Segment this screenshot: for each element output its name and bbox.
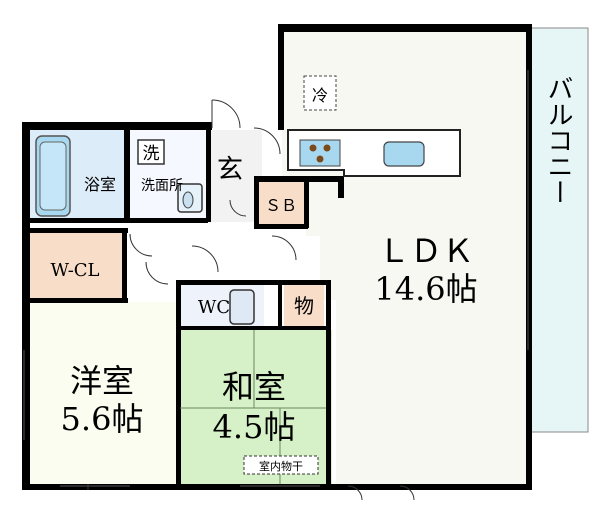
fridge-label: 冷 xyxy=(312,86,328,105)
wcl-floor xyxy=(28,230,126,302)
entrance-label: 玄 xyxy=(217,155,243,185)
washer-label: 洗 xyxy=(143,144,160,164)
toilet xyxy=(229,289,255,325)
balcony-label: バルコニー xyxy=(543,75,573,205)
wc-label: WC xyxy=(198,297,230,318)
wcl-label: W-CL xyxy=(51,260,100,281)
shoebox-floor xyxy=(258,180,308,228)
japanese-name: 和室 xyxy=(222,368,286,406)
fridge xyxy=(303,75,337,111)
japanese-size: 4.5帖 xyxy=(213,408,296,446)
washer-box xyxy=(137,139,165,165)
balcony-floor xyxy=(525,27,589,433)
shoebox-label: ＳＢ xyxy=(265,196,297,215)
sink xyxy=(383,141,425,167)
western-name: 洋室 xyxy=(70,362,134,400)
indoor-drying-box xyxy=(243,455,319,475)
window-marks xyxy=(23,70,529,487)
ldk-size: 14.6帖 xyxy=(374,270,477,308)
ldk-name: ＬＤＫ xyxy=(378,232,474,270)
western-size: 5.6帖 xyxy=(61,400,144,438)
indoor-drying-label: 室内物干 xyxy=(259,459,303,473)
storage-label: 物 xyxy=(294,294,314,318)
entrance-floor xyxy=(208,130,262,222)
bath-label: 浴室 xyxy=(84,175,116,194)
storage-floor xyxy=(284,284,324,328)
walls xyxy=(22,24,532,490)
western-floor xyxy=(28,302,178,484)
door-swings xyxy=(87,99,415,501)
washroom-label: 洗面所 xyxy=(141,178,183,194)
